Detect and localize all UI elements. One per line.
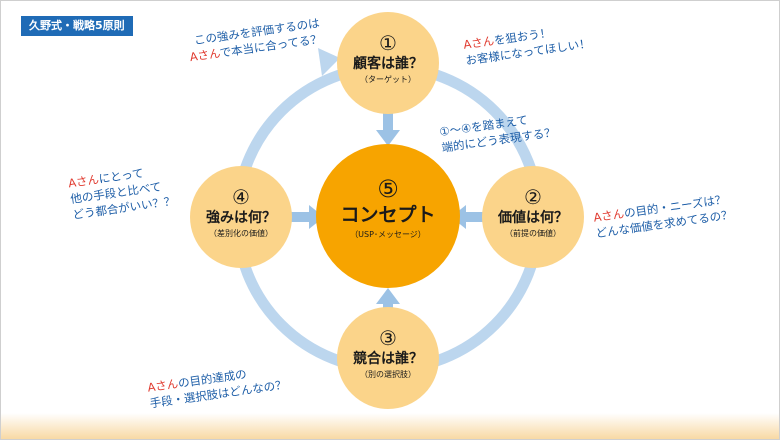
framework-tag: 久野式・戦略5原則 <box>21 16 133 36</box>
center-subtitle: （USP･メッセージ） <box>350 230 426 239</box>
arrow-top-to-center <box>376 112 400 146</box>
node-top-circle <box>337 12 439 114</box>
node-left: ④ 強みは何？ （差別化の価値） <box>191 186 291 240</box>
node-bottom-circle <box>337 307 439 409</box>
center-concept: ⑤ コンセプト （USP･メッセージ） <box>318 176 458 241</box>
note-top-left-name: Aさん <box>188 46 221 65</box>
node-right-number: ② <box>524 185 542 209</box>
node-top-title: 顧客は誰？ <box>353 56 423 72</box>
node-top: ① 顧客は誰？ （ターゲット） <box>338 32 438 86</box>
node-right: ② 価値は何？ （前提の価値） <box>483 186 583 240</box>
node-bottom: ③ 競合は誰？ （別の選択肢） <box>338 327 438 381</box>
node-top-number: ① <box>379 31 397 55</box>
center-circle <box>316 144 460 288</box>
node-right-title: 価値は何？ <box>498 210 568 226</box>
node-right-subtitle: （前提の価値） <box>505 229 561 238</box>
node-left-title: 強みは何？ <box>206 210 276 226</box>
cycle-arrowhead <box>318 48 340 76</box>
node-left-circle <box>190 166 292 268</box>
node-bottom-title: 競合は誰？ <box>353 351 423 367</box>
node-right-circle <box>482 166 584 268</box>
node-left-number: ④ <box>232 185 250 209</box>
center-title: コンセプト <box>340 204 436 226</box>
node-top-subtitle: （ターゲット） <box>360 75 416 84</box>
node-bottom-number: ③ <box>379 326 397 350</box>
center-number: ⑤ <box>377 175 399 203</box>
node-left-subtitle: （差別化の価値） <box>209 229 273 238</box>
node-bottom-subtitle: （別の選択肢） <box>360 370 416 379</box>
bottom-gradient-band <box>1 413 779 439</box>
